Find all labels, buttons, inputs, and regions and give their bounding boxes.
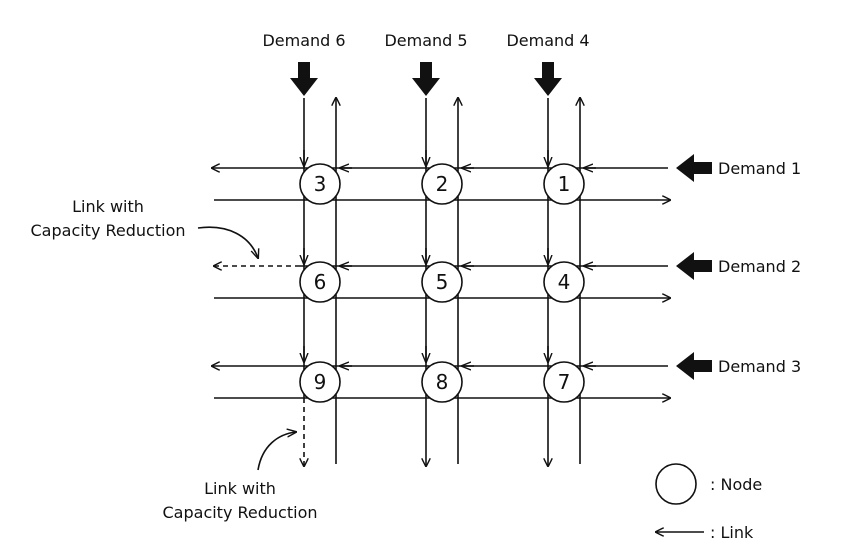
node-1: 1 <box>543 163 585 205</box>
node-7-label: 7 <box>558 370 571 394</box>
demand-4-label: Demand 4 <box>506 31 589 50</box>
demand-6-label: Demand 6 <box>262 31 345 50</box>
demand-2-label: Demand 2 <box>718 257 801 276</box>
demand-arrows <box>290 62 712 380</box>
node-9: 9 <box>299 361 341 403</box>
node-8: 8 <box>421 361 463 403</box>
demand-2-arrow <box>676 252 712 280</box>
nodes: 3 2 1 6 5 4 9 8 <box>299 163 585 403</box>
node-1-label: 1 <box>558 172 571 196</box>
node-2-label: 2 <box>436 172 449 196</box>
annotation-bottom-line1: Link with <box>204 479 276 498</box>
demand-5-label: Demand 5 <box>384 31 467 50</box>
demand-3-label: Demand 3 <box>718 357 801 376</box>
node-4-label: 4 <box>558 270 571 294</box>
annotation-top-line1: Link with <box>72 197 144 216</box>
annotation-bottom-pointer <box>257 432 296 471</box>
node-3: 3 <box>299 163 341 205</box>
node-4: 4 <box>543 261 585 303</box>
node-6-label: 6 <box>314 270 327 294</box>
junction-arrows <box>304 150 596 366</box>
annotation-bottom: Link with Capacity Reduction <box>163 432 318 522</box>
node-5: 5 <box>421 261 463 303</box>
demand-labels: Demand 6 Demand 5 Demand 4 Demand 1 Dema… <box>262 31 801 376</box>
demand-1-label: Demand 1 <box>718 159 801 178</box>
node-3-label: 3 <box>314 172 327 196</box>
node-5-label: 5 <box>436 270 449 294</box>
demand-5-arrow <box>412 62 440 96</box>
node-8-label: 8 <box>436 370 449 394</box>
demand-1-arrow <box>676 154 712 182</box>
legend: : Node : Link <box>655 463 762 542</box>
demand-3-arrow <box>676 352 712 380</box>
annotation-bottom-line2: Capacity Reduction <box>163 503 318 522</box>
demand-4-arrow <box>534 62 562 96</box>
legend-node-label: : Node <box>710 475 762 494</box>
node-2: 2 <box>421 163 463 205</box>
annotation-top-line2: Capacity Reduction <box>31 221 186 240</box>
annotation-top: Link with Capacity Reduction <box>31 197 259 258</box>
demand-6-arrow <box>290 62 318 96</box>
node-9-label: 9 <box>314 370 327 394</box>
annotation-top-pointer <box>197 226 258 258</box>
legend-node-icon <box>655 463 697 505</box>
legend-link-label: : Link <box>710 523 754 542</box>
node-6: 6 <box>299 261 341 303</box>
node-7: 7 <box>543 361 585 403</box>
